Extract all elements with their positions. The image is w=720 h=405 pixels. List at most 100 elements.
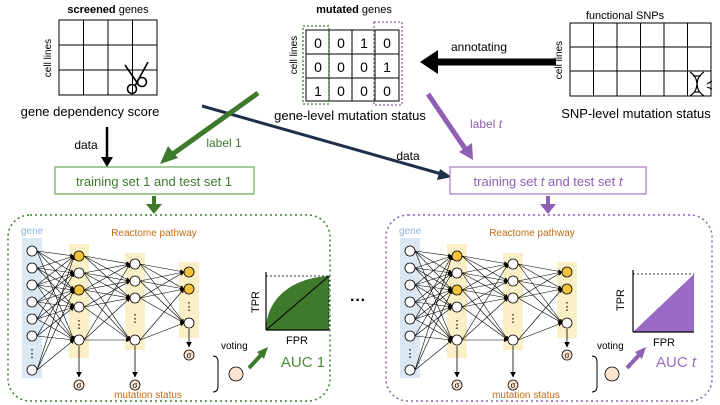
network-node [561, 317, 573, 329]
network-node [451, 301, 463, 313]
svg-text:AUC t: AUC t [656, 354, 697, 371]
screened-grid [58, 19, 158, 96]
network-edge [36, 255, 75, 320]
network-edge [83, 280, 131, 308]
network-edge [414, 250, 453, 258]
network-edge [139, 287, 185, 299]
ellipsis-vertical: ⋮ [184, 301, 195, 313]
network-edge [414, 255, 453, 286]
matrix-cell: 0 [337, 35, 345, 51]
network-edge [414, 255, 453, 371]
network-node [129, 334, 141, 346]
snp-level-caption: SNP-level mutation status [561, 106, 711, 121]
mutated-highlight-purple [373, 21, 403, 106]
data-label-left: data [74, 138, 98, 152]
network-edge [517, 288, 563, 341]
network-node [404, 364, 416, 376]
network-edge [36, 255, 75, 371]
sigma-symbol: σ [133, 381, 138, 390]
network-node [404, 313, 416, 325]
voting-node-left [228, 366, 244, 382]
network-edge [36, 301, 75, 341]
sigma-node [507, 379, 519, 391]
network-edge [83, 263, 131, 291]
network-edge [36, 339, 75, 371]
network-edge [83, 297, 131, 341]
mutated-axis-label: cell lines [289, 36, 300, 74]
network-edge [414, 289, 453, 371]
label1-arrow: label 1 [160, 90, 260, 164]
auc-right-var: t [692, 354, 697, 371]
training-box-left: training set 1 and test set 1 [54, 166, 255, 195]
network-edge [414, 272, 453, 286]
sigma-node [451, 379, 463, 391]
network-edge [461, 255, 509, 266]
gene-dependency-caption: gene dependency score [21, 104, 160, 119]
roc-chart-left: TPR FPR [250, 272, 330, 347]
network-node [26, 313, 38, 325]
network-node [129, 292, 141, 304]
matrix-cell: 0 [360, 83, 368, 99]
network-node [26, 364, 38, 376]
panel-ellipsis: ··· [350, 292, 366, 309]
network-edge [414, 272, 453, 337]
voting-left: voting AUC 1 [212, 341, 325, 393]
ellipsis-vertical: ⋮ [562, 301, 573, 313]
training-right-var1: t [541, 174, 546, 189]
mutated-genes-bold: mutated [316, 4, 359, 16]
auc-right-prefix: AUC [656, 354, 692, 371]
data-arrow-center: data [201, 104, 452, 180]
network-edge [517, 280, 563, 324]
network-node [507, 275, 519, 287]
network-node [73, 284, 85, 296]
annotating-arrow: annotating [420, 40, 556, 74]
scissors-icon [124, 61, 149, 95]
network-edge [517, 270, 563, 282]
data-label-center: data [396, 149, 420, 163]
network-node [26, 245, 38, 257]
matrix-cell: 0 [360, 59, 368, 75]
roc-tpr-label-right: TPR [615, 289, 627, 311]
network-node [129, 275, 141, 287]
network-node [451, 284, 463, 296]
network-node [561, 283, 573, 295]
matrix-cell: 1 [314, 83, 322, 99]
mutated-genes-rest: genes [359, 4, 393, 16]
network-node [507, 258, 519, 270]
network-node [404, 262, 416, 274]
roc-tpr-label-left: TPR [250, 291, 262, 313]
mutated-grid [305, 29, 400, 102]
network-edge [139, 271, 185, 299]
network-node [26, 296, 38, 308]
network-node [404, 296, 416, 308]
svg-text:mutated genes: mutated genes [316, 4, 392, 16]
network-edge [139, 297, 185, 324]
training-right-var2: t [619, 174, 624, 189]
matrix-cell: 0 [337, 59, 345, 75]
svg-text:screened genes: screened genes [67, 4, 149, 16]
matrix-cell: 0 [314, 59, 322, 75]
screened-genes-rest: genes [116, 4, 150, 16]
network-edge [517, 263, 563, 274]
sigma-node [129, 379, 141, 391]
network-edge [414, 306, 453, 337]
network-edge [517, 297, 563, 324]
sigma-symbol: σ [511, 381, 516, 390]
network-edge [139, 288, 185, 341]
training-left-label: training set 1 and test set 1 [76, 174, 232, 189]
network-edge [83, 272, 131, 341]
network-node [129, 258, 141, 270]
network-edge [414, 255, 453, 320]
network-edge [36, 250, 75, 258]
network-node [507, 292, 519, 304]
sigma-node [183, 349, 195, 361]
network-edge [83, 279, 131, 291]
matrix-cell: 1 [383, 59, 391, 75]
network-edge [36, 255, 75, 269]
ellipsis-vertical: ⋮ [130, 313, 141, 325]
roc-fpr-label-right: FPR [653, 337, 675, 349]
sigma-symbol: σ [455, 381, 460, 390]
gene-layer-bg [22, 238, 42, 378]
label-t-arrow: label t [425, 92, 503, 160]
sigma-node [561, 349, 573, 361]
